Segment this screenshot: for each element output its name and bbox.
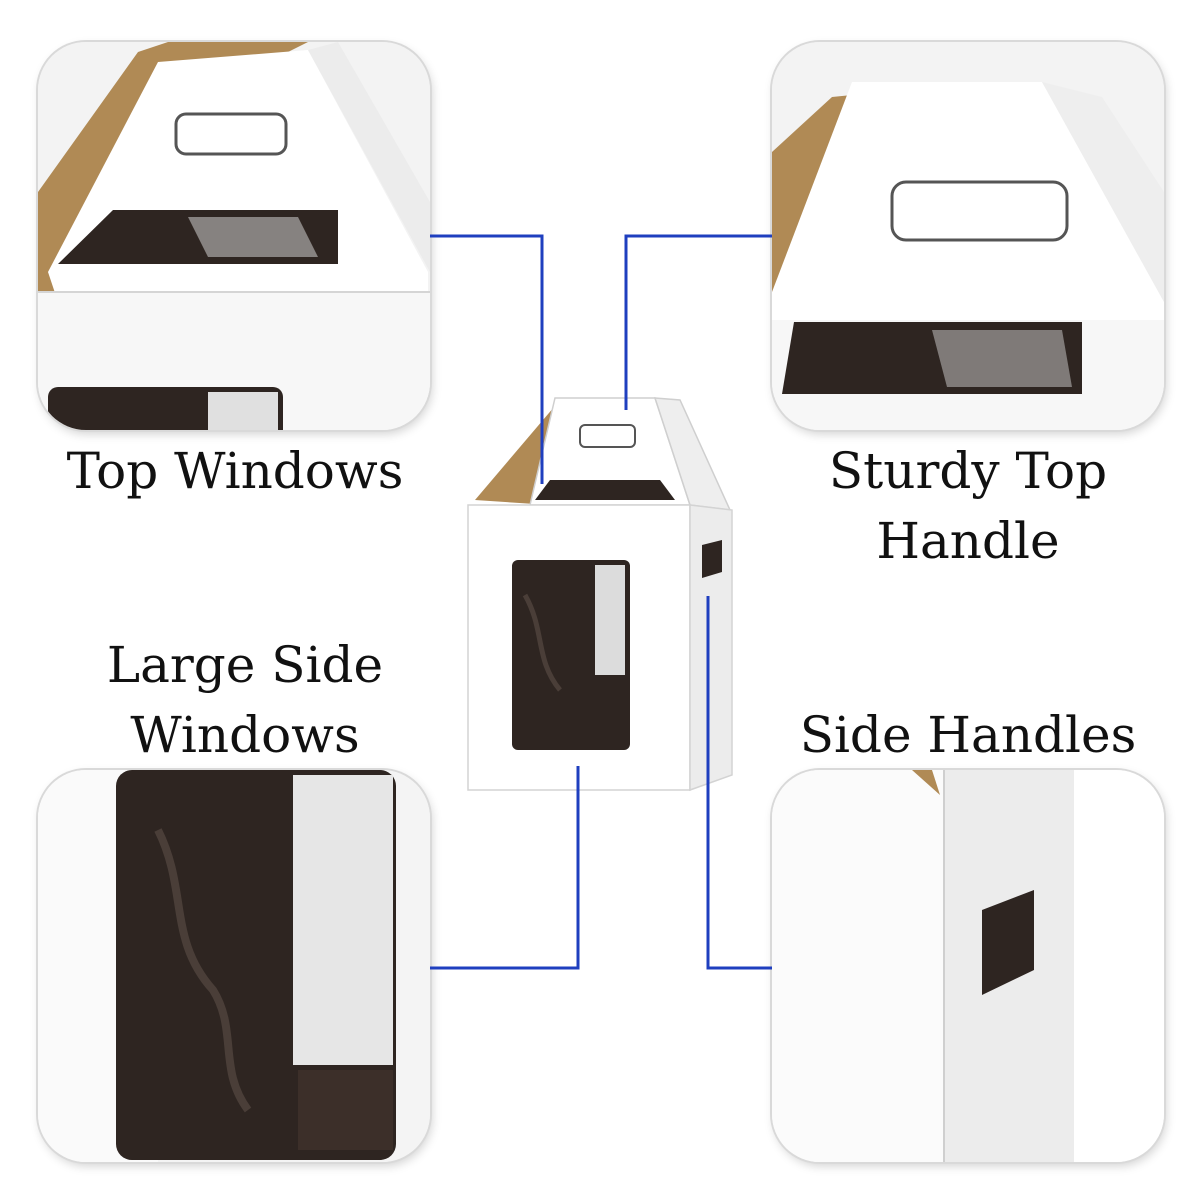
panel-side-handles: [772, 770, 1164, 1162]
top-handle-closeup: [772, 42, 1164, 430]
connector-top-windows: [430, 234, 544, 484]
label-sturdy-top-handle-line2: Handle: [876, 512, 1060, 570]
side-handles-closeup: [772, 770, 1164, 1162]
side-windows-closeup: [38, 770, 430, 1162]
center-box-product: [467, 397, 733, 792]
panel-top-windows: [38, 42, 430, 430]
label-side-handles: Side Handles: [799, 706, 1137, 764]
label-large-side-windows-line1: Large Side: [106, 636, 384, 694]
connector-side-handles: [706, 596, 772, 970]
label-sturdy-top-handle-line1: Sturdy Top: [828, 442, 1108, 500]
panel-sturdy-top-handle: [772, 42, 1164, 430]
top-windows-closeup: [38, 42, 430, 430]
label-large-side-windows-line2: Windows: [130, 706, 360, 764]
label-top-windows: Top Windows: [66, 442, 404, 500]
connector-top-handle: [624, 234, 772, 410]
connector-side-windows: [430, 766, 580, 970]
panel-large-side-windows: [38, 770, 430, 1162]
